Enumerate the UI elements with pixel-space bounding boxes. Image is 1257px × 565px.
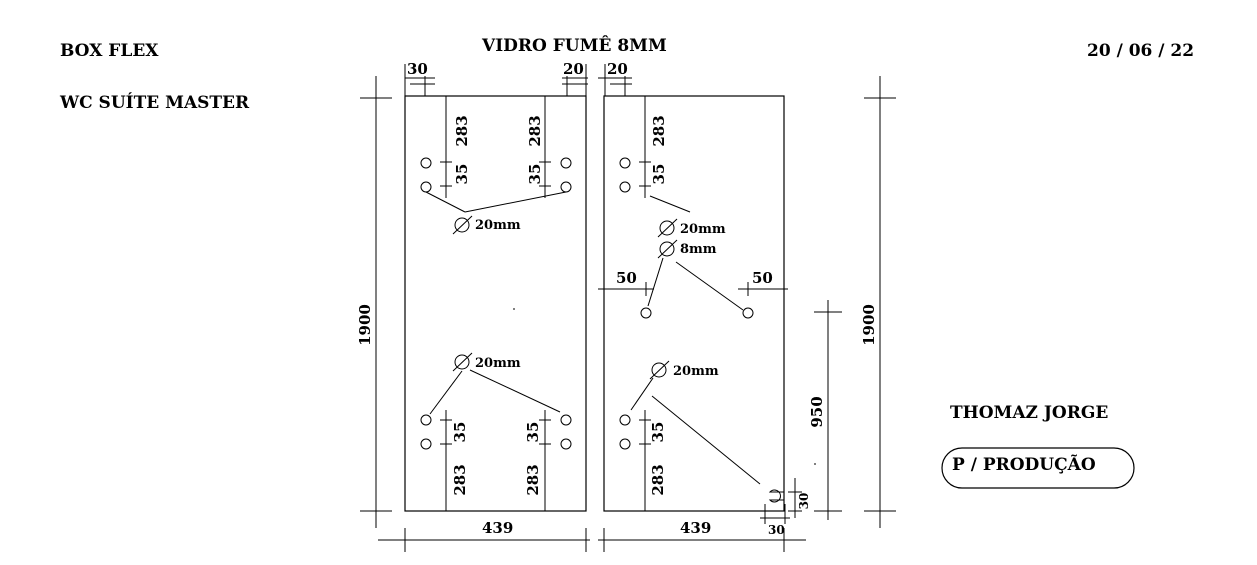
right-glass-panel: 20 283 35 35 283 20mm 8mm 50: [598, 60, 896, 552]
left-top-left-spacing: 35: [453, 164, 471, 185]
diameter-symbol-icon: [659, 220, 675, 236]
left-hole: [560, 414, 572, 426]
diameter-symbol-icon: [659, 241, 675, 257]
right-width-label: 439: [680, 519, 711, 537]
project-name: BOX FLEX: [60, 41, 159, 61]
left-height-label: 1900: [356, 304, 374, 346]
right-height-label: 1900: [860, 304, 878, 346]
right-mid-left-label: 50: [616, 269, 637, 287]
left-offset-right-label: 20: [563, 60, 584, 78]
left-top-hole-note: 20mm: [475, 218, 521, 233]
right-notch-height-label: 30: [797, 493, 811, 510]
right-notch-width-label: 30: [768, 523, 785, 537]
left-glass-panel: 1900 30 20 283 35 283 35 35 283 3: [356, 60, 590, 552]
left-bottom-right-distance: 283: [524, 464, 542, 495]
left-top-right-distance: 283: [526, 115, 544, 146]
right-hole: [640, 307, 652, 319]
left-hole: [420, 414, 432, 426]
right-mid-height-label: 950: [808, 396, 826, 427]
right-top-distance: 283: [650, 115, 668, 146]
diameter-symbol-icon: [651, 362, 667, 378]
left-top-left-distance: 283: [453, 115, 471, 146]
left-bottom-left-spacing: 35: [451, 422, 469, 443]
left-panel-outline: [404, 95, 587, 512]
right-mid-right-label: 50: [752, 269, 773, 287]
left-hole: [420, 438, 432, 450]
left-hole: [420, 157, 432, 169]
left-hole: [560, 157, 572, 169]
right-hole: [742, 307, 754, 319]
left-width-label: 439: [482, 519, 513, 537]
left-bottom-left-distance: 283: [451, 464, 469, 495]
left-bottom-hole-note: 20mm: [475, 356, 521, 371]
right-top-hole-note: 20mm: [680, 222, 726, 237]
left-top-right-spacing: 35: [526, 164, 544, 185]
right-top-spacing: 35: [650, 164, 668, 185]
diameter-symbol-icon: [454, 354, 470, 370]
production-stamp-label: P / PRODUÇÃO: [952, 453, 1096, 475]
glass-spec-title: VIDRO FUMÊ 8MM: [481, 35, 667, 56]
right-hole: [619, 414, 631, 426]
drawing-date: 20 / 06 / 22: [1087, 41, 1194, 61]
right-bottom-hole-note: 20mm: [673, 364, 719, 379]
room-name: WC SUÍTE MASTER: [59, 92, 250, 113]
left-bottom-right-spacing: 35: [524, 422, 542, 443]
diameter-symbol-icon: [454, 217, 470, 233]
left-offset-left-label: 30: [407, 60, 428, 78]
production-stamp: [941, 447, 1135, 489]
right-hole: [619, 438, 631, 450]
left-hole: [420, 181, 432, 193]
right-bottom-distance: 283: [649, 464, 667, 495]
right-hole: [619, 181, 631, 193]
right-bottom-spacing: 35: [649, 422, 667, 443]
right-panel-outline: [603, 95, 785, 512]
left-hole: [560, 181, 572, 193]
right-small-hole-note: 8mm: [680, 242, 717, 257]
left-hole: [560, 438, 572, 450]
right-offset-left-label: 20: [607, 60, 628, 78]
corner-notch: [768, 489, 785, 503]
right-hole: [619, 157, 631, 169]
author-name: THOMAZ JORGE: [950, 403, 1108, 423]
